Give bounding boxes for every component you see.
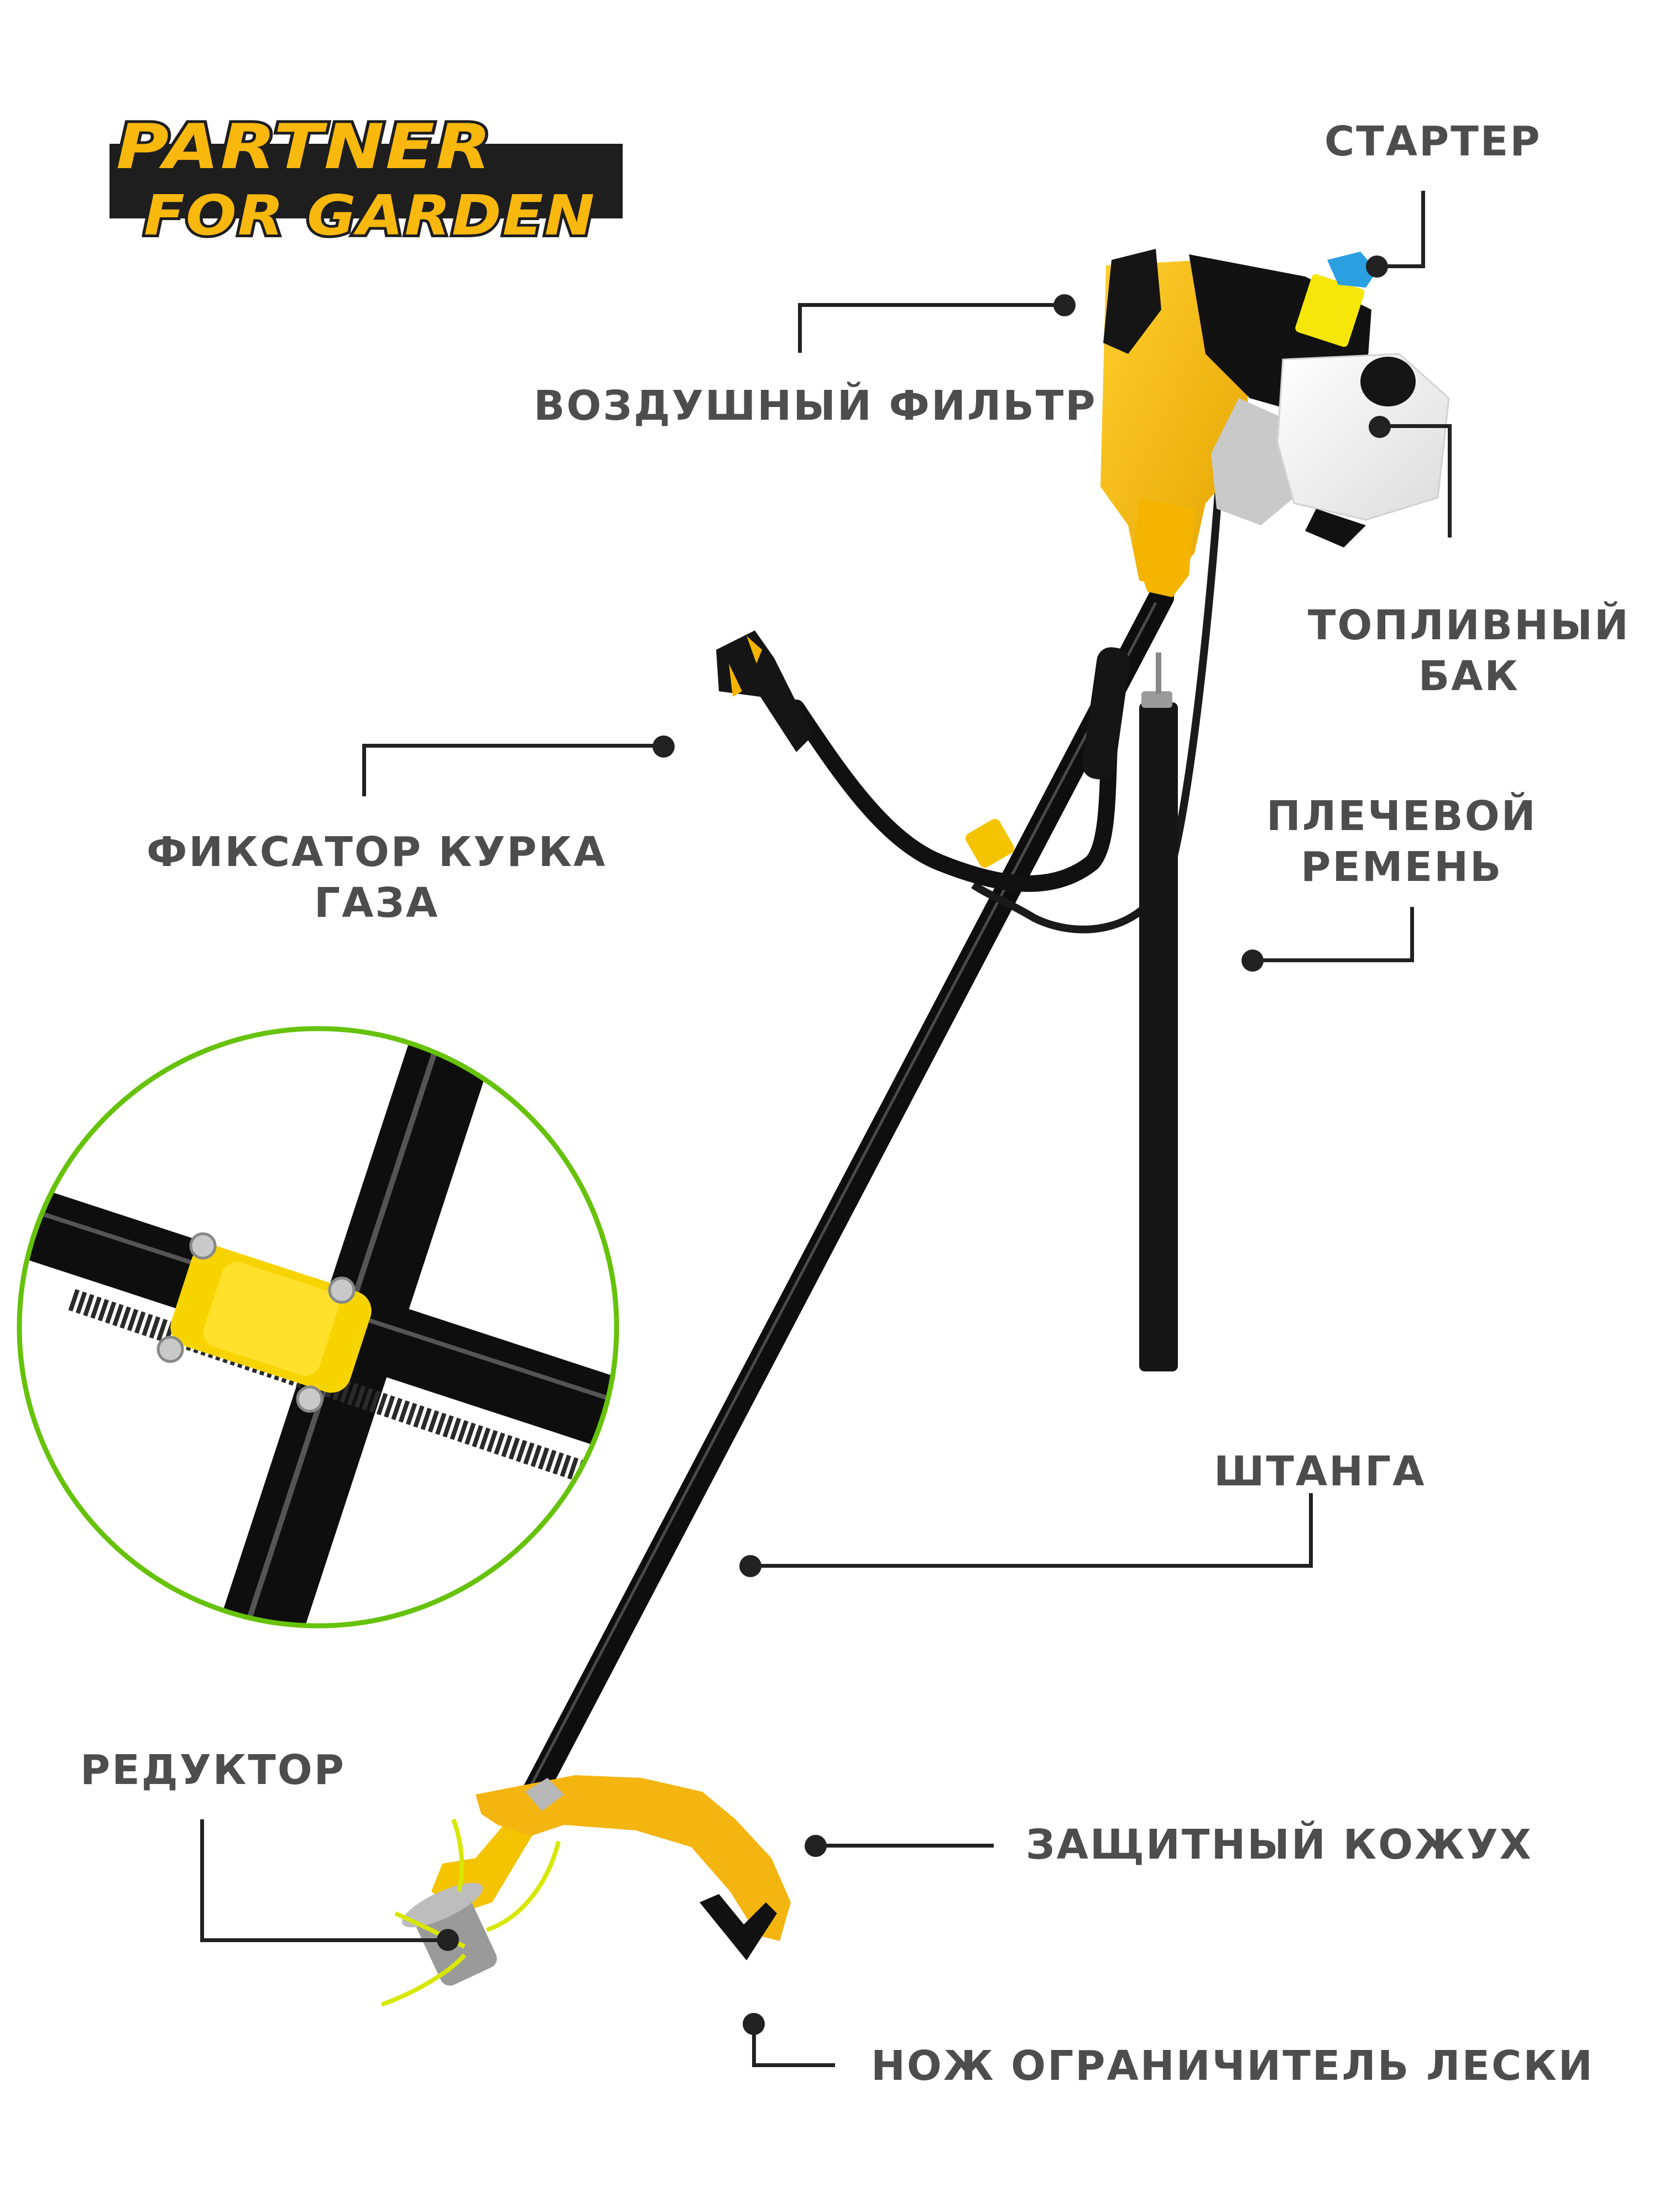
shaft — [496, 585, 1174, 1854]
callout-dot-shoulder-strap — [1241, 950, 1264, 972]
callout-line-shaft — [1309, 1493, 1313, 1568]
callout-line-gearbox — [200, 1938, 444, 1942]
callout-line-gearbox — [200, 1819, 204, 1942]
label-shoulder-strap: ПЛЕЧЕВОЙ РЕМЕНЬ — [1266, 791, 1537, 893]
callout-line-fuel-tank — [1380, 424, 1452, 428]
callout-line-guard — [816, 1844, 994, 1848]
label-gearbox: РЕДУКТОР — [80, 1746, 346, 1794]
handlebar — [716, 630, 1130, 892]
label-line-cutter-knife: НОЖ ОГРАНИЧИТЕЛЬ ЛЕСКИ — [871, 2042, 1594, 2090]
label-fuel-tank: ТОПЛИВНЫЙ БАК — [1308, 600, 1630, 702]
label-starter: СТАРТЕР — [1324, 118, 1542, 165]
label-fuel-tank-line2: БАК — [1418, 653, 1520, 700]
callout-dot-trigger-lock — [653, 735, 675, 758]
callout-line-starter — [1421, 191, 1425, 268]
label-fuel-tank-line1: ТОПЛИВНЫЙ — [1308, 602, 1630, 649]
label-shoulder-strap-line2: РЕМЕНЬ — [1301, 843, 1503, 891]
shoulder-strap — [1139, 653, 1178, 1371]
label-air-filter: ВОЗДУШНЫЙ ФИЛЬТР — [534, 382, 1097, 430]
callout-line-shaft — [755, 1564, 1313, 1568]
callout-line-trigger-lock — [362, 744, 366, 796]
callout-line-starter — [1383, 264, 1425, 268]
callout-line-trigger-lock — [362, 744, 661, 748]
callout-line-air-filter — [798, 303, 802, 353]
label-guard: ЗАЩИТНЫЙ КОЖУХ — [1026, 1821, 1533, 1869]
logo-band — [109, 144, 623, 218]
inset-closeup — [17, 1026, 619, 1629]
trimmer-head — [380, 1818, 561, 2007]
logo-line-2: FOR GARDEN — [141, 183, 598, 248]
callout-line-line-cutter — [752, 2024, 756, 2067]
callout-line-air-filter — [798, 303, 1063, 307]
engine — [1100, 249, 1450, 597]
logo-line-1: PARTNER — [113, 111, 494, 183]
label-shaft: ШТАНГА — [1214, 1448, 1426, 1495]
callout-line-line-cutter — [752, 2063, 835, 2067]
callout-line-fuel-tank — [1448, 424, 1452, 538]
guard — [476, 1775, 791, 1960]
label-trigger-lock-line2: ГАЗА — [314, 879, 440, 927]
callout-dot-starter — [1366, 255, 1388, 278]
callout-line-shoulder-strap — [1410, 907, 1414, 962]
callout-line-shoulder-strap — [1258, 958, 1414, 962]
callout-dot-gearbox — [437, 1929, 459, 1951]
callout-dot-shaft — [739, 1555, 761, 1577]
brand-logo: PARTNER FOR GARDEN — [105, 111, 630, 254]
label-trigger-lock-line1: ФИКСАТОР КУРКА — [147, 828, 607, 876]
callout-dot-air-filter — [1053, 294, 1076, 316]
label-shoulder-strap-line1: ПЛЕЧЕВОЙ — [1266, 792, 1537, 840]
label-trigger-lock: ФИКСАТОР КУРКА ГАЗА — [147, 827, 607, 928]
